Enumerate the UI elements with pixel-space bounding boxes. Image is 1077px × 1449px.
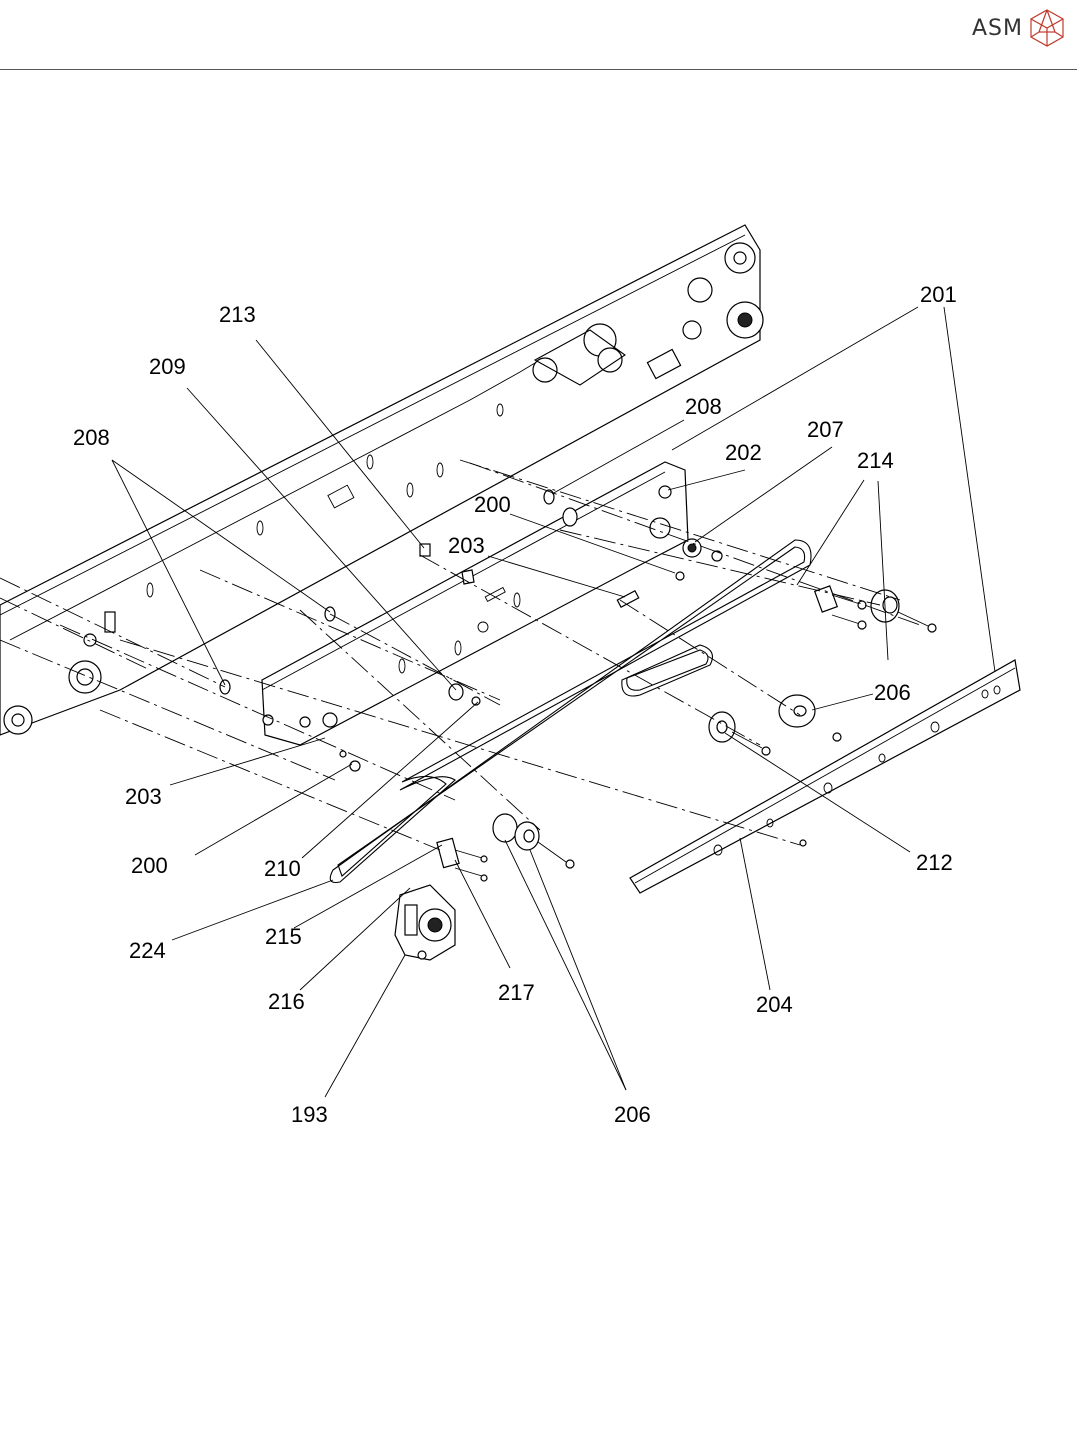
callout-214: 214: [857, 448, 894, 473]
callout-216: 216: [268, 989, 305, 1014]
callout-206-lower: 206: [614, 1102, 651, 1127]
callout-215: 215: [265, 924, 302, 949]
bushing: [563, 508, 577, 526]
washer-208-right: [544, 490, 554, 504]
short-belt-212: [622, 645, 713, 696]
washer-200-lower: [340, 751, 346, 757]
callout-217: 217: [498, 980, 535, 1005]
clip-213: [420, 544, 430, 556]
bushing-209: [449, 684, 463, 700]
callout-213: 213: [219, 302, 256, 327]
callout-212: 212: [916, 850, 953, 875]
callout-206-right: 206: [874, 680, 911, 705]
pulley-206-mid: [779, 695, 841, 741]
screw-200-upper: [676, 572, 684, 580]
callout-200-upper: 200: [474, 492, 511, 517]
callout-204: 204: [756, 992, 793, 1017]
screw-200-lower: [350, 761, 360, 771]
callout-208-left: 208: [73, 425, 110, 450]
callout-203-upper: 203: [448, 533, 485, 558]
drive-unit-193: [395, 885, 455, 960]
callout-202: 202: [725, 440, 762, 465]
callout-207: 207: [807, 417, 844, 442]
callout-203-lower: 203: [125, 784, 162, 809]
callout-193: 193: [291, 1102, 328, 1127]
callout-208-right: 208: [685, 394, 722, 419]
rail-204: [630, 660, 1020, 893]
callout-200-lower: 200: [131, 853, 168, 878]
screw-207: [712, 551, 722, 561]
callout-224: 224: [129, 938, 166, 963]
callout-210: 210: [264, 856, 301, 881]
tensioner-214: [815, 586, 866, 629]
callout-209: 209: [149, 354, 186, 379]
callout-201: 201: [920, 282, 957, 307]
